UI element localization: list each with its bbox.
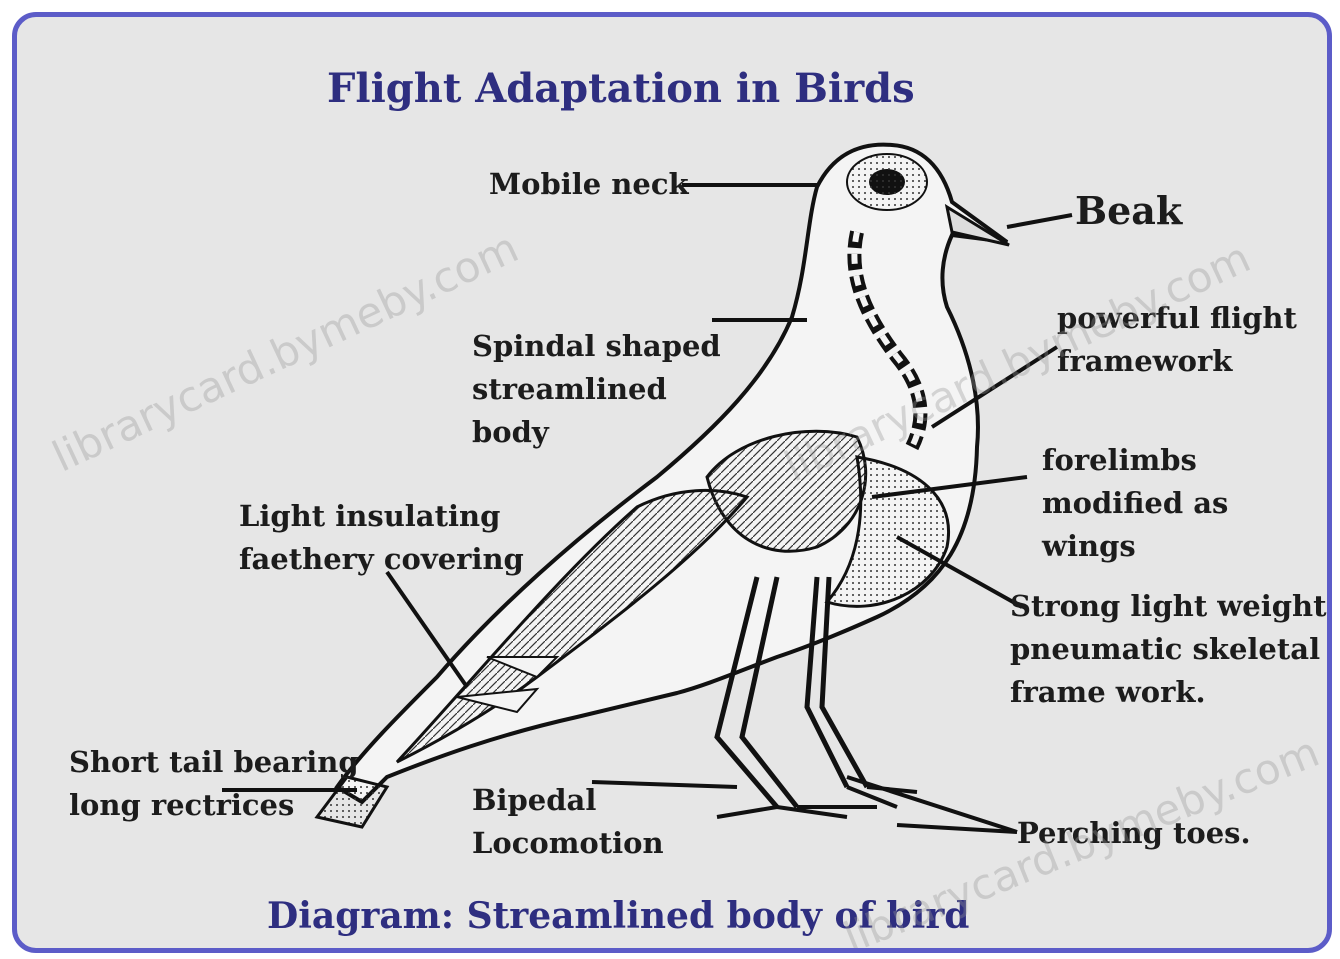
label-short-tail: Short tail bearing long rectrices (69, 741, 359, 827)
label-skeletal-frame: Strong light weight pneumatic skeletal f… (1010, 585, 1327, 714)
beak-shape (947, 207, 1009, 245)
diagram-frame: Flight Adaptation in Birds Diagram: Stre… (12, 12, 1332, 953)
label-feather-covering: Light insulating faethery covering (239, 495, 524, 581)
label-bipedal: Bipedal Locomotion (472, 779, 664, 865)
label-beak: Beak (1075, 189, 1182, 232)
diagram-title: Flight Adaptation in Birds (327, 65, 915, 112)
label-forelimbs: forelimbs modified as wings (1042, 439, 1228, 568)
label-mobile-neck: Mobile neck (489, 163, 689, 206)
label-spindle-body: Spindal shaped streamlined body (472, 325, 721, 454)
